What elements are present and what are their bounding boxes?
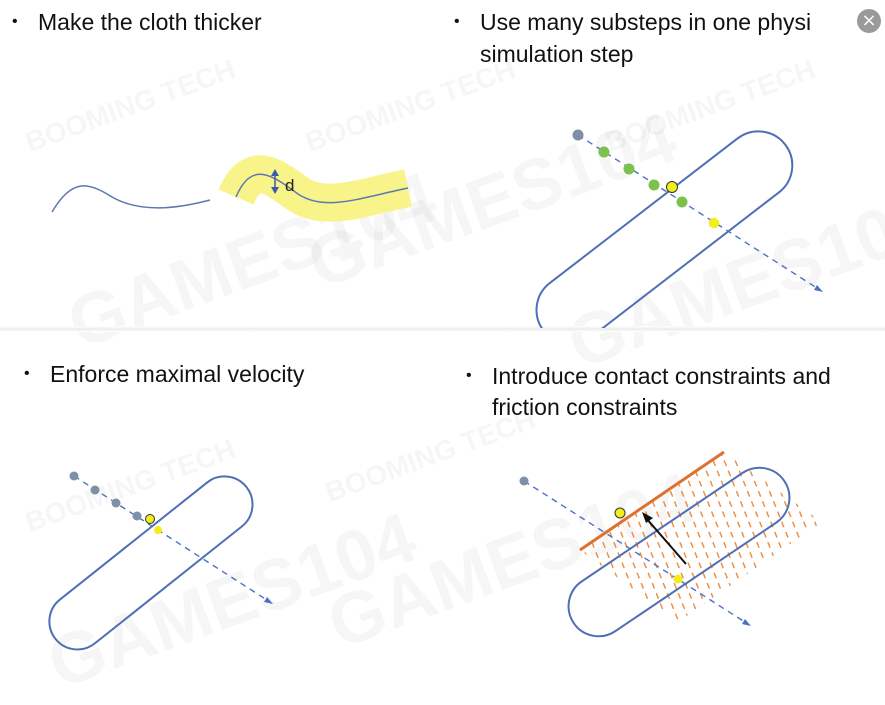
friction-line	[580, 452, 654, 622]
friction-line	[748, 452, 822, 622]
collider-capsule	[567, 466, 791, 638]
friction-line	[616, 452, 698, 622]
thickness-label: d	[285, 176, 294, 195]
cloth-thickness-diagram: d	[51, 155, 412, 222]
friction-line	[660, 452, 742, 622]
substep-point	[623, 163, 635, 175]
trajectory-arrowhead	[264, 597, 273, 604]
penetration-point	[154, 526, 162, 534]
close-icon[interactable]: ×	[857, 9, 881, 33]
friction-line	[580, 452, 643, 622]
friction-line	[594, 452, 676, 622]
penetration-point	[708, 217, 720, 229]
bullet-text: Make the cloth thicker	[38, 9, 262, 35]
friction-line	[671, 452, 753, 622]
start-point	[519, 476, 529, 486]
contact-edge	[579, 450, 725, 552]
thin-cloth-curve	[51, 185, 211, 213]
bullet-text: friction constraints	[492, 394, 678, 420]
friction-line	[826, 440, 885, 640]
bullet-dot: •	[466, 367, 472, 384]
friction-constraint-lines	[474, 440, 885, 640]
friction-line	[814, 452, 822, 622]
contact-point	[614, 507, 626, 519]
bullet-dot: •	[454, 13, 460, 30]
friction-line	[803, 452, 822, 622]
friction-line	[649, 452, 731, 622]
friction-line	[770, 452, 822, 622]
friction-line	[485, 440, 565, 640]
contact-normal-arrow	[645, 517, 687, 565]
trajectory-line	[577, 134, 821, 291]
panel-divider	[0, 326, 885, 332]
max-velocity-diagram	[48, 471, 273, 651]
panel-substeps: • Use many substeps in one physi simulat…	[442, 0, 885, 328]
friction-line	[580, 452, 632, 622]
thick-cloth-band	[218, 155, 412, 222]
step-point	[111, 498, 121, 508]
contact-friction-diagram	[474, 440, 885, 640]
bullet-dot: •	[12, 13, 18, 30]
bullet-dot: •	[24, 365, 30, 382]
contact-point	[145, 514, 155, 524]
substeps-diagram	[535, 129, 823, 328]
bullet-text: Use many substeps in one physi	[480, 9, 812, 35]
step-point	[132, 511, 142, 521]
collider-capsule	[48, 475, 254, 651]
friction-line	[638, 452, 720, 622]
panel-max-velocity: • Enforce maximal velocity	[0, 330, 440, 670]
bullet-text: simulation step	[480, 41, 634, 67]
bullet-text: Introduce contact constraints and	[492, 363, 831, 389]
friction-line	[580, 452, 588, 622]
substep-point	[598, 146, 610, 158]
collider-capsule	[535, 130, 794, 328]
friction-line	[580, 452, 621, 622]
friction-line	[726, 452, 808, 622]
contact-point	[666, 181, 678, 193]
friction-line	[580, 452, 599, 622]
trajectory-line	[523, 480, 749, 625]
friction-line	[837, 440, 885, 640]
contact-normal-arrowhead	[642, 512, 653, 523]
bullet-text: Enforce maximal velocity	[50, 361, 305, 387]
start-point	[572, 129, 584, 141]
substep-point	[676, 196, 688, 208]
step-point	[90, 485, 100, 495]
thickness-arrowhead-up	[271, 169, 279, 176]
penetration-point	[673, 574, 683, 584]
trajectory-arrowhead	[814, 285, 823, 292]
trajectory-arrowhead	[742, 619, 751, 626]
friction-line	[693, 452, 775, 622]
friction-line	[715, 452, 797, 622]
thick-cloth-centerline	[235, 173, 409, 204]
friction-line	[792, 452, 822, 622]
substep-point	[648, 179, 660, 191]
start-point	[69, 471, 79, 481]
friction-line	[781, 452, 822, 622]
friction-line	[474, 440, 554, 640]
trajectory-line	[73, 475, 271, 603]
friction-line	[496, 440, 576, 640]
thickness-arrowhead-down	[271, 187, 279, 194]
panel-contact-friction: • Introduce contact constraints and fric…	[442, 330, 885, 670]
panel-thicker-cloth: • Make the cloth thicker d	[0, 0, 440, 328]
